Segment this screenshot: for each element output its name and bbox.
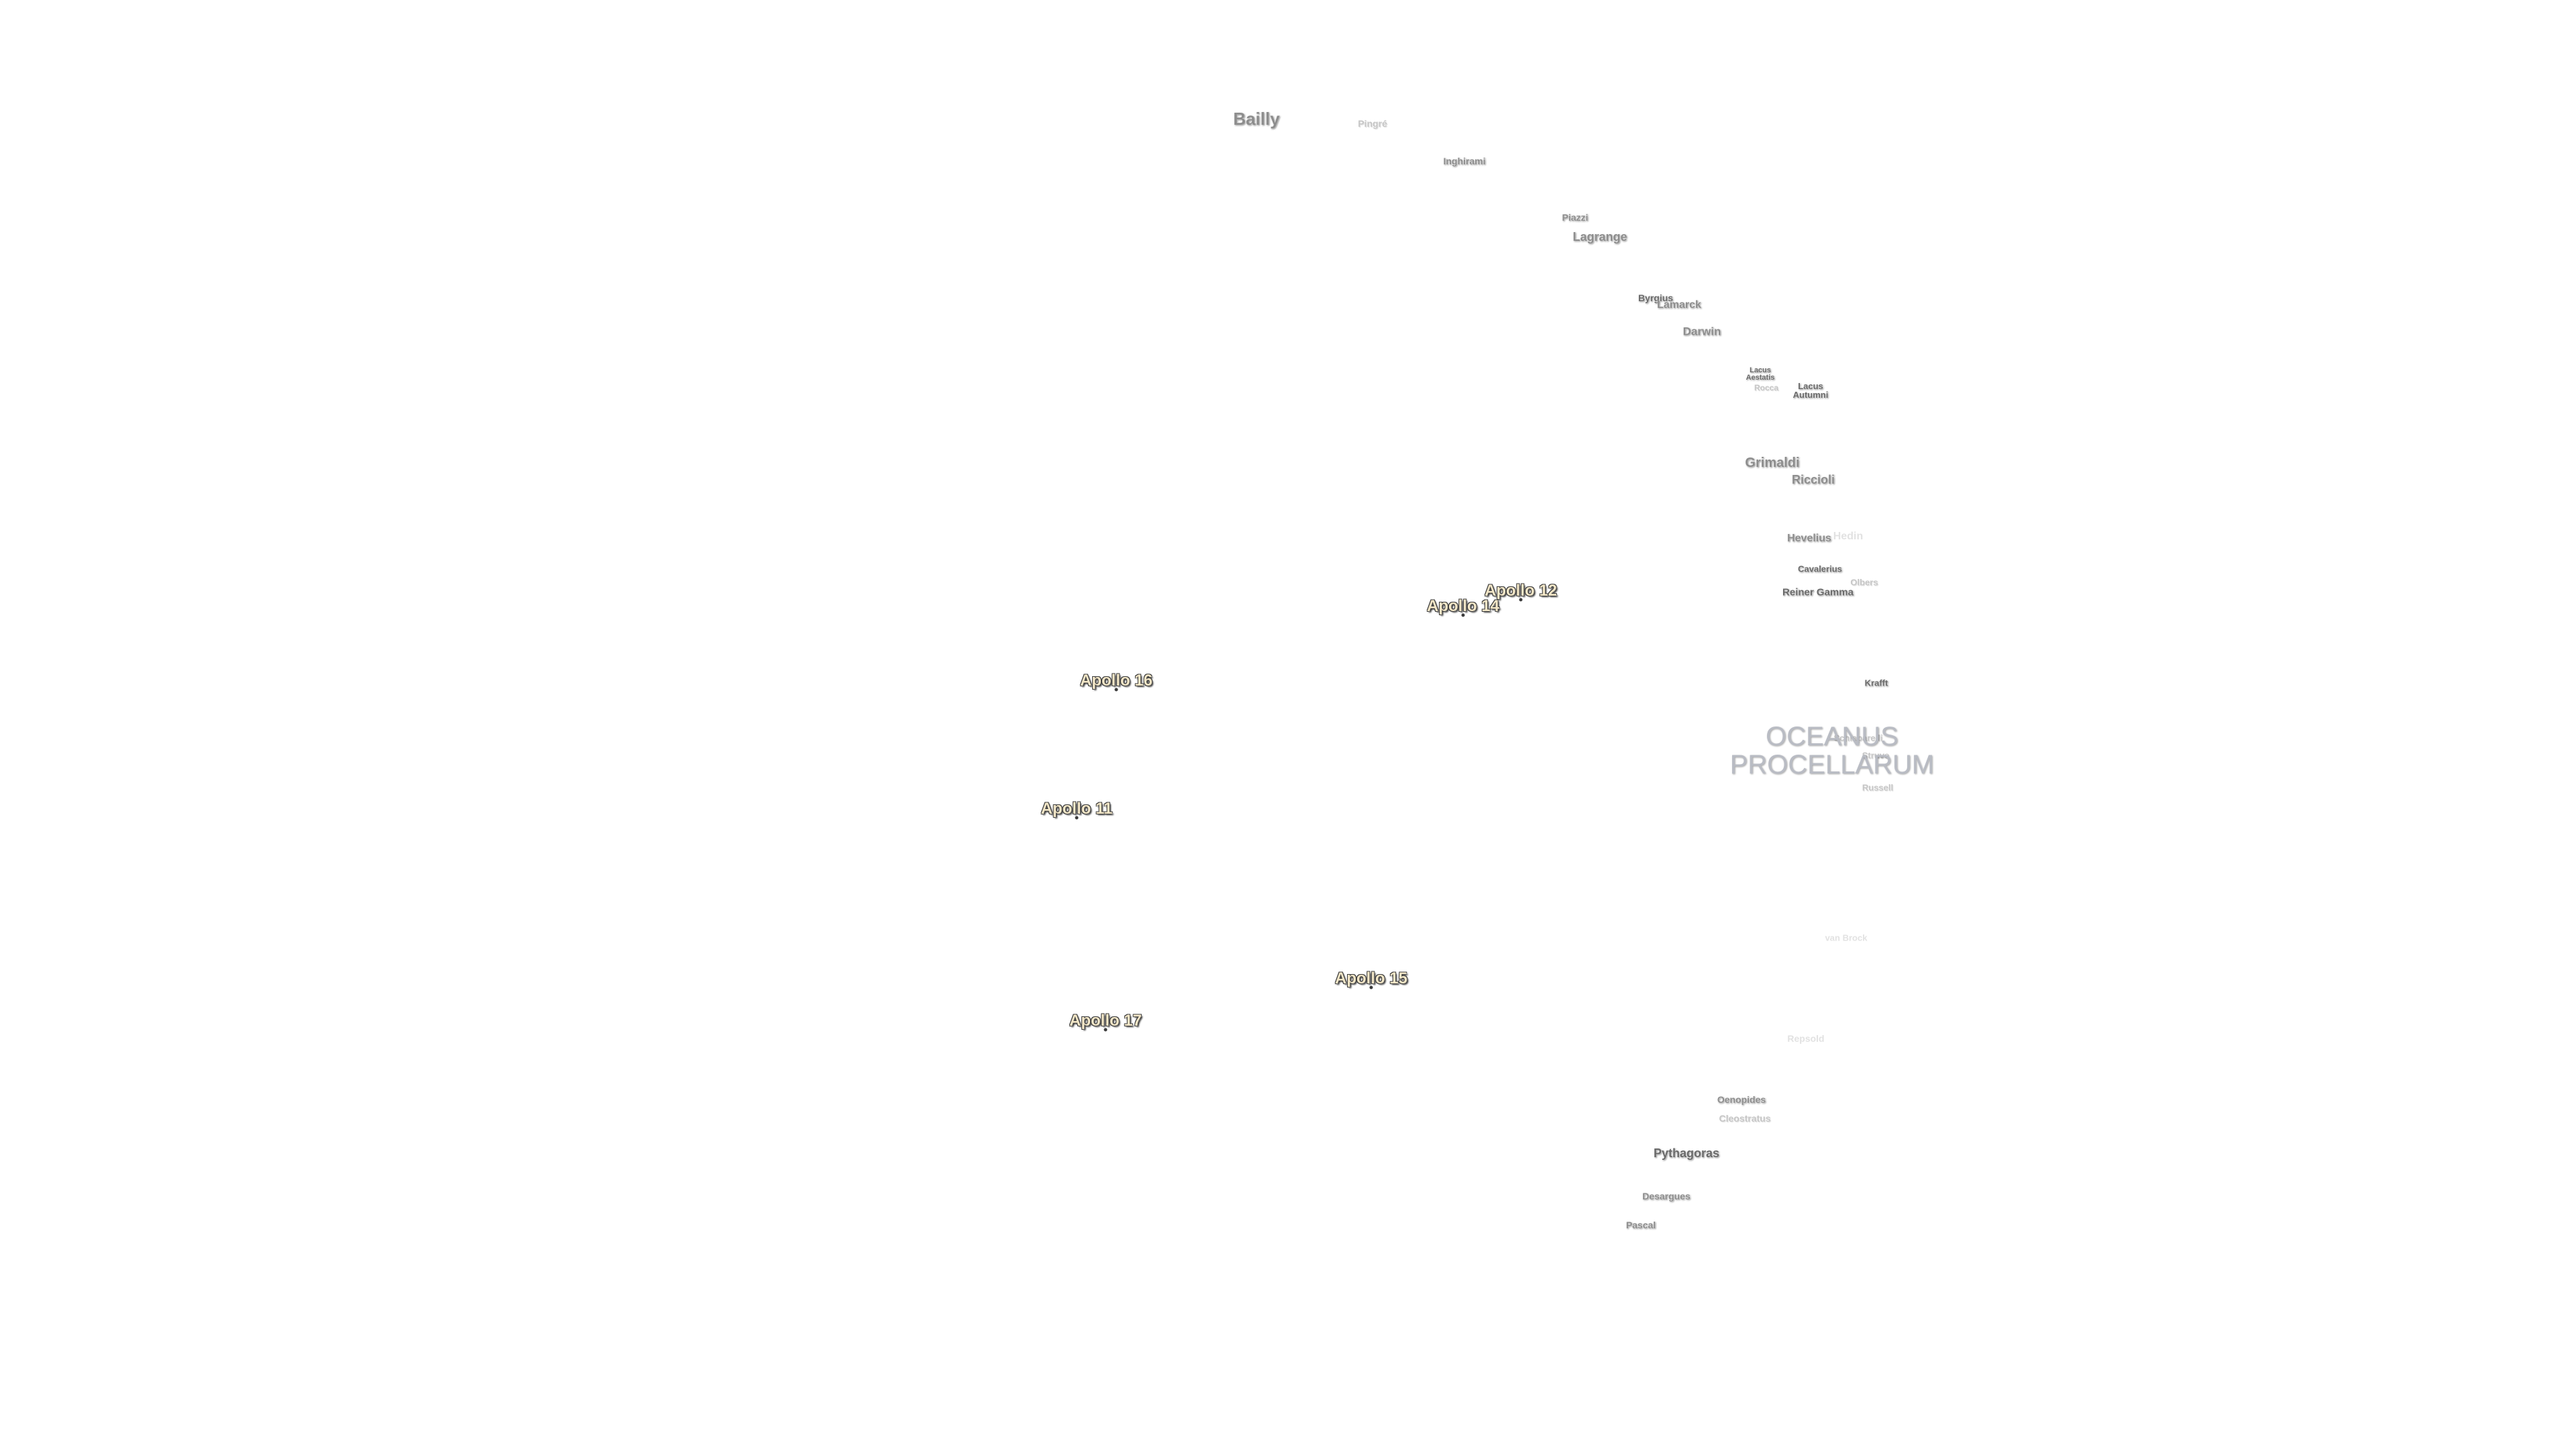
crater-label-van-brock: van Brock — [1825, 932, 1868, 943]
crater-label-cavalerius: Cavalerius — [1798, 564, 1842, 574]
crater-label-struve: Struve — [1862, 750, 1890, 761]
crater-label-grimaldi: Grimaldi — [1745, 455, 1800, 470]
apollo-site-marker-11[interactable] — [1075, 816, 1079, 820]
apollo-site-marker-17[interactable] — [1104, 1028, 1108, 1032]
crater-label-desargues: Desargues — [1642, 1191, 1690, 1201]
crater-label-lagrange: Lagrange — [1572, 230, 1627, 244]
crater-label-repsold: Repsold — [1787, 1033, 1825, 1044]
crater-label-oenopides: Oenopides — [1717, 1094, 1766, 1105]
apollo-site-marker-14[interactable] — [1461, 613, 1465, 617]
crater-label-lacus-aestatis: Lacus Aestatis — [1746, 366, 1775, 382]
crater-label-schiaparelli: Schiaparelli — [1833, 733, 1883, 743]
crater-label-lacus-autumni: Lacus Autumni — [1792, 381, 1829, 400]
apollo-site-marker-16[interactable] — [1114, 688, 1118, 692]
crater-label-hevelius: Hevelius — [1787, 533, 1831, 544]
apollo-site-label-15[interactable]: Apollo 15 — [1334, 969, 1408, 987]
crater-label-hedin: Hedin — [1833, 531, 1864, 542]
apollo-site-marker-15[interactable] — [1369, 985, 1373, 989]
crater-label-reiner-gamma: Reiner Gamma — [1782, 586, 1854, 598]
apollo-site-label-12[interactable]: Apollo 12 — [1484, 582, 1558, 600]
crater-label-pythagoras: Pythagoras — [1653, 1146, 1720, 1160]
crater-label-riccioli: Riccioli — [1791, 473, 1835, 486]
crater-label-pingre: Pingré — [1358, 118, 1387, 129]
crater-label-russell: Russell — [1862, 782, 1894, 793]
mare-label-line2: PROCELLARUM — [1729, 750, 1935, 780]
crater-label-krafft: Krafft — [1864, 678, 1888, 688]
apollo-site-label-14[interactable]: Apollo 14 — [1426, 597, 1500, 615]
crater-label-lamarck: Lamarck — [1657, 299, 1701, 311]
crater-label-pascal: Pascal — [1625, 1220, 1656, 1230]
apollo-site-marker-12[interactable] — [1519, 598, 1523, 602]
crater-label-piazzi: Piazzi — [1562, 212, 1589, 223]
crater-label-cleostratus: Cleostratus — [1719, 1113, 1771, 1124]
apollo-site-label-11[interactable]: Apollo 11 — [1040, 800, 1113, 818]
crater-label-inghirami: Inghirami — [1443, 156, 1486, 166]
mare-label-line1: OCEANUS — [1766, 722, 1898, 751]
crater-label-olbers: Olbers — [1850, 577, 1878, 588]
apollo-site-label-16[interactable]: Apollo 16 — [1079, 672, 1153, 690]
crater-label-rocca: Rocca — [1754, 383, 1779, 392]
crater-label-byrgius: Byrgius — [1638, 292, 1674, 303]
apollo-site-label-17[interactable]: Apollo 17 — [1069, 1012, 1142, 1030]
mare-label-oceanus-procellarum: OCEANUS PROCELLARUM — [1730, 722, 1935, 779]
crater-label-bailly: Bailly — [1233, 109, 1280, 129]
crater-label-darwin: Darwin — [1682, 325, 1721, 338]
